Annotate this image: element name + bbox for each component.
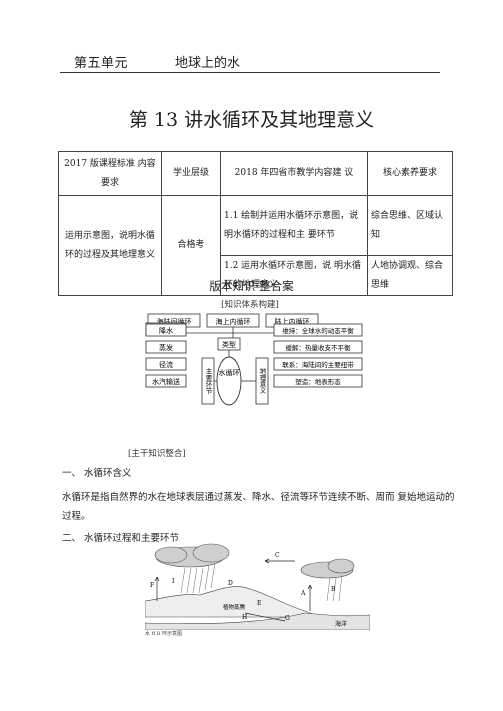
stage-item: 水汽输送 — [152, 377, 180, 386]
unit-title: 地球上的水 — [175, 56, 241, 71]
stage-item: 蒸发 — [159, 343, 173, 352]
stages-visible: 降水 蒸发 径流 水汽输送 — [145, 323, 187, 388]
land-label: 植物蒸腾 — [223, 603, 246, 611]
knowledge-system-label: [知识体系构建] — [221, 299, 279, 310]
left-cloud — [154, 543, 230, 568]
section-2-heading: 二、 水循环过程和主要环节 — [62, 533, 180, 544]
type-item: 海上内循环 — [216, 317, 251, 326]
sea-label: 海洋 — [335, 620, 347, 628]
diagram-label: D — [228, 580, 233, 587]
center-node — [216, 356, 242, 406]
literacy-cell-2: 人地协调观、综合思维 — [367, 255, 453, 296]
type-item: 海陆间循环 — [157, 317, 192, 326]
suggestion-cell-1: 1.1 绘制并运用水循环示意图，说明水循环的过程和主 要环节 — [220, 195, 368, 256]
knowledge-mindmap: [知识体系构建] 海陆间循环 海上内循环 陆上内循环 类型 水循环 主要环节 — [128, 299, 363, 458]
sea-surface — [145, 612, 370, 630]
table-header-cell: 2018 年四省市教学内容建 议 — [220, 151, 368, 196]
content-requirement-cell: 运用示意图，说明水循环的过程及其地理意义 — [58, 195, 162, 296]
stage-item: 径流 — [159, 360, 173, 369]
stage-item: 降水 — [159, 326, 173, 335]
table-header-cell: 2017 版课程标准 内容要求 — [58, 151, 162, 196]
suggestion-cell-2: 1.2 运用水循环示意图，说 明水循环的地理意义 — [220, 255, 368, 296]
meaning-item: 塑造：地表形态 — [295, 377, 341, 386]
diagram-labels: C D F I E A B H G 海洋 植物蒸腾 — [150, 552, 347, 628]
land-surface — [145, 586, 321, 618]
unit-number: 第五单元 — [74, 56, 129, 71]
lesson-title: 第 13 讲水循环及其地理意义 — [128, 109, 375, 131]
rain-lines — [180, 562, 343, 602]
type-label: 类型 — [222, 340, 236, 349]
section-1-heading: 一、 水循环含义 — [62, 468, 132, 479]
center-label: 水循环 — [219, 368, 240, 377]
diagram-label: A — [300, 590, 306, 597]
diagram-label: B — [331, 586, 336, 593]
literacy-cell-1: 综合思维、区域认 知 — [367, 195, 453, 256]
diagram-label: H — [242, 614, 247, 621]
meaning-item: 维持：全球水的动态平衡 — [282, 326, 354, 335]
curriculum-standards-table: 2017 版课程标准 内容要求 学业层级 2018 年四省市教学内容建 议 核心… — [58, 151, 453, 296]
water-cycle-diagram: C D F I E A B H G 海洋 植物蒸腾 — [145, 543, 370, 630]
right-cloud — [300, 558, 355, 579]
arrows — [154, 558, 313, 622]
diagram-caption: 水 ff B 环示意图 — [145, 631, 182, 637]
diagram-label: G — [285, 615, 290, 622]
table-header-cell: 学业层级 — [161, 151, 221, 196]
table-header-cell: 核心素养要求 — [367, 151, 453, 196]
section-1-text: 水循环是指自然界的水在地球表层通过蒸发、降水、径流等环节连续不断、周而 复始地运… — [62, 492, 455, 522]
diagram-label: I — [172, 578, 175, 585]
main-knowledge-label: [主干知识整合] — [128, 448, 186, 458]
diagram-label: F — [150, 582, 154, 589]
section-banner: 版本知识·整合案 — [209, 279, 294, 293]
meaning-item: 缓解：热量收支不平衡 — [286, 343, 352, 352]
meaning-list: 维持：全球水的动态平衡 缓解：热量收支不平衡 联系：海陆间的主要纽带 塑造：地表… — [273, 323, 363, 388]
type-item: 陆上内循环 — [275, 317, 310, 326]
meaning-label: 地理意义 — [258, 367, 266, 394]
meaning-item: 联系：海陆间的主要纽带 — [282, 360, 354, 369]
diagram-label: C — [275, 552, 280, 559]
cycle-types: 海陆间循环 海上内循环 陆上内循环 — [147, 313, 319, 338]
header-rule — [60, 72, 440, 73]
diagram-label: E — [257, 600, 261, 607]
stages-label: 主要环节 — [204, 367, 212, 396]
